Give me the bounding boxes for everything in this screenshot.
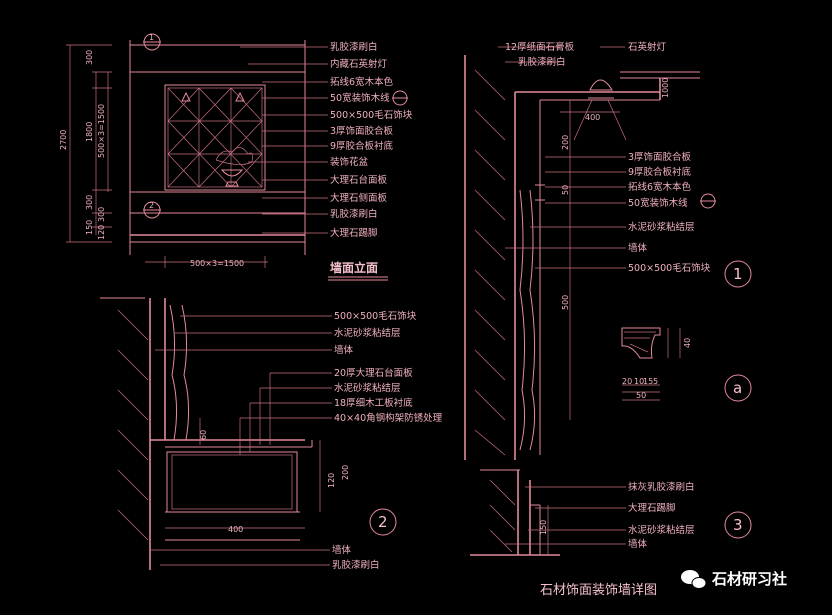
- a-dim-1: 10: [634, 377, 644, 386]
- wall-elevation: 2700 300 1800 500×3=1500 300 300 150 120…: [59, 33, 413, 281]
- elevation-title: 墙面立面: [330, 260, 378, 275]
- detail-a: 20 10 15 5 50 40 a: [621, 327, 752, 402]
- s2-label-3: 20厚大理石台面板: [334, 367, 413, 379]
- elev-label-1: 内藏石英射灯: [330, 58, 388, 70]
- elev-label-10: 乳胶漆刷白: [330, 208, 378, 220]
- s2-dim-200: 200: [341, 465, 350, 480]
- s1-dim-400: 400: [585, 113, 600, 122]
- a-dim-bottom: 50: [636, 391, 646, 400]
- s1-top-label-1: 乳胶漆刷白: [518, 56, 566, 68]
- s1-dim-200: 200: [561, 135, 570, 150]
- s1-label-3: 50宽装饰木线: [628, 197, 688, 209]
- s2-dim-400: 400: [228, 525, 243, 534]
- section-1: 400 200 50 500 1000 12厚纸面石膏板 乳胶漆刷白 石英射灯 …: [392, 41, 752, 460]
- elev-marker-1-top: 1: [149, 33, 154, 42]
- elev-label-11: 大理石踢脚: [330, 227, 378, 239]
- s3-label-2: 水泥砂浆粘结层: [628, 524, 695, 536]
- s2-label-4: 水泥砂浆粘结层: [334, 382, 401, 394]
- dim-300-a: 300: [85, 195, 94, 210]
- dim-1800: 1800: [85, 122, 94, 142]
- s2-marker: 2: [378, 513, 388, 531]
- a-dim-right: 40: [683, 338, 692, 348]
- s1-label-2: 拓线6宽木本色: [628, 181, 692, 193]
- s3-dim-150: 150: [539, 520, 548, 535]
- dim-300-b: 300: [97, 207, 106, 222]
- s1-label-6: 500×500毛石饰块: [628, 262, 711, 274]
- s2-dim-60: 60: [199, 430, 208, 440]
- s2-label-1: 水泥砂浆粘结层: [334, 327, 401, 339]
- elev-label-3: 50宽装饰木线: [330, 92, 390, 104]
- s2-label-0: 500×500毛石饰块: [334, 310, 417, 322]
- s2-dim-120: 120: [327, 473, 336, 488]
- elev-label-5: 3厚饰面胶合板: [330, 125, 394, 137]
- elev-label-9: 大理石侧面板: [330, 192, 388, 204]
- s1-dim-1000: 1000: [661, 78, 670, 98]
- s2-bottom-label-1: 乳胶漆刷白: [332, 559, 380, 571]
- elev-marker-2: 2: [149, 201, 154, 210]
- elev-label-6: 9厚胶合板衬底: [330, 140, 394, 152]
- dim-1500: 500×3=1500: [97, 104, 106, 158]
- a-dim-0: 20: [622, 377, 632, 386]
- elev-label-0: 乳胶漆刷白: [330, 41, 378, 53]
- elev-label-4: 500×500毛石饰块: [330, 109, 413, 121]
- dim-300-top: 300: [85, 50, 94, 65]
- dim-bottom: 500×3=1500: [190, 259, 244, 268]
- s3-label-1: 大理石踢脚: [628, 502, 676, 514]
- s3-marker: 3: [733, 516, 743, 534]
- elev-label-2: 拓线6宽木本色: [330, 76, 394, 88]
- s2-bottom-label-0: 墙体: [332, 544, 352, 556]
- elev-label-7: 装饰花盆: [330, 156, 369, 168]
- s1-top-label-2: 石英射灯: [628, 41, 667, 53]
- detail-a-marker: a: [733, 379, 742, 397]
- s1-dim-50: 50: [561, 185, 570, 195]
- elev-label-8: 大理石台面板: [330, 174, 388, 186]
- s3-label-3: 墙体: [628, 538, 648, 550]
- section-2: 400 60 120 200 500×500毛石饰块 水泥砂浆粘结层 墙体 20…: [100, 297, 443, 571]
- s1-dim-500: 500: [561, 295, 570, 310]
- drawing-caption: 石材饰面装饰墙详图: [540, 583, 657, 598]
- dim-150: 150: [85, 220, 94, 235]
- s3-label-0: 抹灰乳胶漆刷白: [628, 481, 695, 493]
- s1-label-4: 水泥砂浆粘结层: [628, 221, 695, 233]
- section-3: 150 抹灰乳胶漆刷白 大理石踢脚 水泥砂浆粘结层 墙体 3: [470, 469, 752, 556]
- a-dim-2: 15: [643, 377, 653, 386]
- a-dim-3: 5: [653, 377, 658, 386]
- s1-label-5: 墙体: [628, 242, 648, 254]
- s2-label-2: 墙体: [334, 344, 354, 356]
- s2-label-6: 40×40角钢构架防锈处理: [334, 412, 443, 424]
- s1-top-label-0: 12厚纸面石膏板: [505, 41, 575, 53]
- s2-label-5: 18厚细木工板衬底: [334, 397, 413, 409]
- dim-2700: 2700: [59, 130, 68, 150]
- s1-marker: 1: [733, 265, 743, 283]
- wechat-icon: [681, 570, 707, 589]
- dim-120: 120: [97, 225, 106, 240]
- s1-label-0: 3厚饰面胶合板: [628, 151, 692, 163]
- s1-label-1: 9厚胶合板衬底: [628, 166, 692, 178]
- watermark: 石材研习社: [711, 570, 787, 588]
